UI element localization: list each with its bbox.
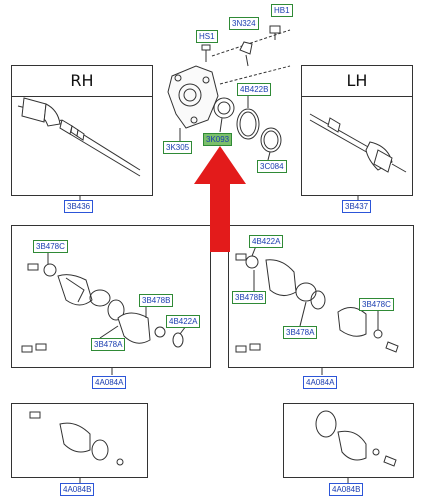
part-label-right-3b478b[interactable]: 3B478B — [232, 291, 267, 304]
left-boot-kit-drawing — [29, 411, 124, 466]
snap-ring-4b422b-drawing — [236, 108, 260, 140]
bolt-hs1-drawing — [201, 44, 211, 62]
part-label-4b422b[interactable]: 4B422B — [237, 83, 272, 96]
left-joint-kit-drawing — [21, 263, 184, 353]
part-label-3k093-selected[interactable]: 3K093 — [203, 133, 233, 146]
rh-shaft-panel: RH — [11, 65, 153, 196]
bearing-bracket-drawing — [167, 65, 219, 129]
red-up-arrow-icon — [194, 146, 246, 252]
part-label-left-4b422a[interactable]: 4B422A — [166, 315, 201, 328]
assembly-line-bolt — [211, 29, 291, 57]
part-label-left-3b478b[interactable]: 3B478B — [139, 294, 174, 307]
bolt-hb1-drawing — [269, 25, 281, 40]
assembly-line-bearing — [219, 65, 291, 85]
lh-panel-title: LH — [302, 66, 412, 97]
clamp-3n324-drawing — [239, 41, 253, 67]
part-label-3c084[interactable]: 3C084 — [257, 160, 287, 173]
part-label-right-4a084a[interactable]: 4A084A — [303, 376, 338, 389]
part-label-right-3b478a[interactable]: 3B478A — [283, 326, 318, 339]
bearing-3k093-drawing — [213, 97, 235, 119]
right-boot-kit-drawing — [315, 410, 397, 467]
rh-panel-title: RH — [12, 66, 152, 97]
part-label-hb1[interactable]: HB1 — [271, 4, 293, 17]
part-label-hs1[interactable]: HS1 — [196, 30, 218, 43]
right-joint-kit-drawing — [235, 253, 399, 353]
part-label-3k305[interactable]: 3K305 — [163, 141, 193, 154]
seal-3c084-drawing — [260, 127, 282, 153]
rh-drive-shaft-drawing — [17, 97, 141, 177]
part-label-right-3b478c[interactable]: 3B478C — [359, 298, 394, 311]
part-label-right-4b422a[interactable]: 4B422A — [249, 235, 284, 248]
part-label-left-3b478c[interactable]: 3B478C — [33, 240, 68, 253]
part-label-3b437[interactable]: 3B437 — [342, 200, 372, 213]
lh-drive-shaft-drawing — [309, 113, 407, 173]
part-label-left-4a084a[interactable]: 4A084A — [92, 376, 127, 389]
part-label-3n324[interactable]: 3N324 — [229, 17, 259, 30]
part-label-3b436[interactable]: 3B436 — [64, 200, 94, 213]
part-label-left-4a084b[interactable]: 4A084B — [60, 483, 95, 496]
part-label-right-4a084b[interactable]: 4A084B — [329, 483, 364, 496]
part-label-left-3b478a[interactable]: 3B478A — [91, 338, 126, 351]
lh-shaft-panel: LH — [301, 65, 413, 196]
